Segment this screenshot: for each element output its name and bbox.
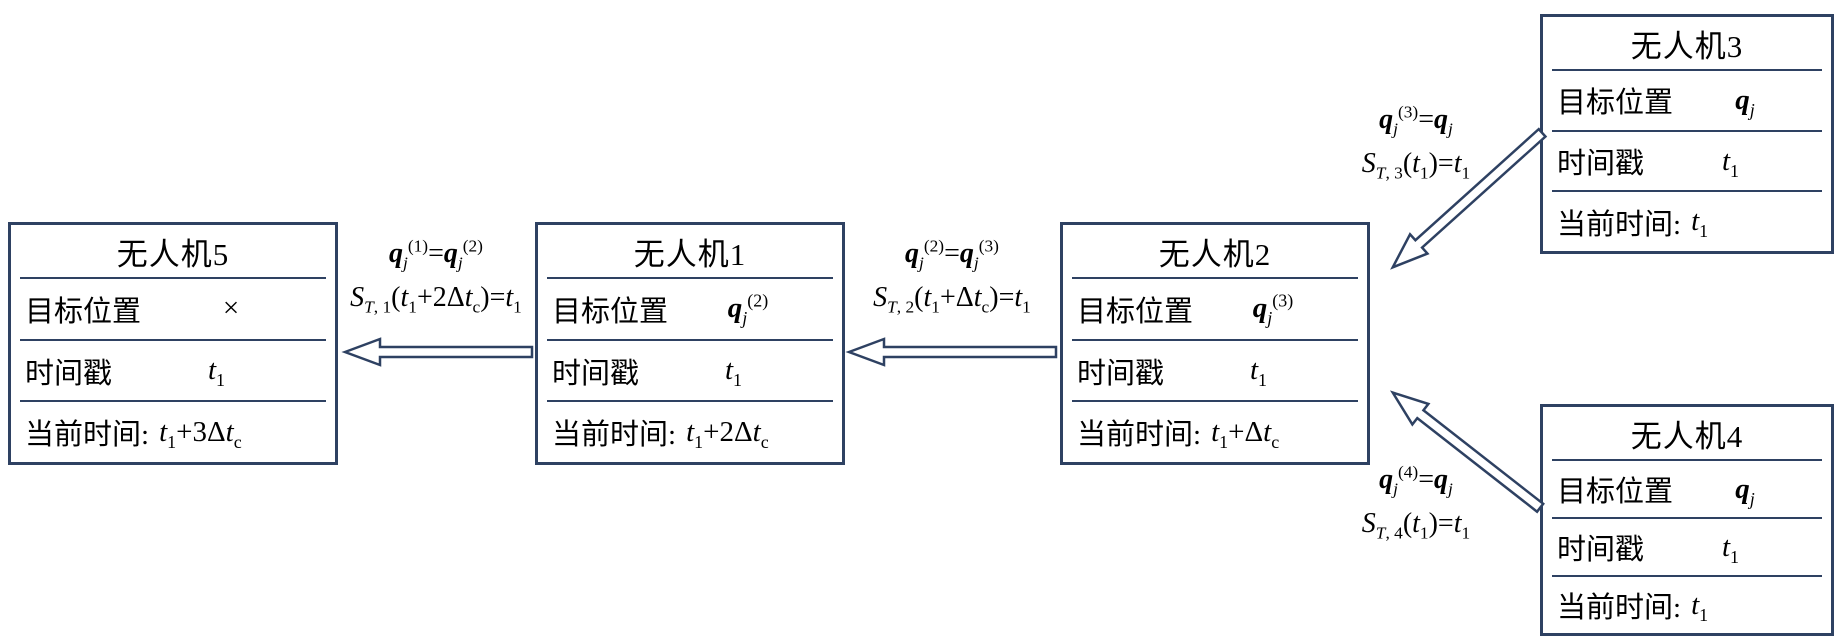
uav4-divider-1 bbox=[1552, 459, 1822, 461]
uav5-target-label: 目标位置 bbox=[25, 295, 142, 328]
uav4-box: 无人机4 目标位置 qj 时间戳 t1 当前时间: t1 bbox=[1540, 404, 1834, 636]
hollow-arrow-shape bbox=[1389, 390, 1545, 514]
arrow-label-line2: ST, 2(t1+Δtc)=t1 bbox=[873, 282, 1031, 317]
uav5-box: 无人机5 目标位置 × 时间戳 t1 当前时间: t1+3Δtc bbox=[8, 222, 338, 465]
uav2-target-value: qj(3) bbox=[1252, 290, 1294, 329]
uav4-target-value: qj bbox=[1735, 472, 1755, 509]
uav2-timestamp-row: 时间戳 t1 bbox=[1063, 341, 1367, 401]
uav4-divider-3 bbox=[1552, 575, 1822, 577]
uav5-current-time-row: 当前时间: t1+3Δtc bbox=[11, 402, 335, 462]
uav5-divider-3 bbox=[20, 400, 326, 403]
hollow-arrow-shape bbox=[845, 337, 1058, 367]
uav2-current-time-value: t1+Δtc bbox=[1211, 415, 1280, 452]
uav5-divider-2 bbox=[20, 338, 326, 341]
uav1-current-time-row: 当前时间: t1+2Δtc bbox=[538, 402, 842, 462]
uav2-timestamp-label: 时间戳 bbox=[1077, 357, 1165, 390]
uav3-box: 无人机3 目标位置 qj 时间戳 t1 当前时间: t1 bbox=[1540, 14, 1834, 254]
uav1-box: 无人机1 目标位置 qj(2) 时间戳 t1 当前时间: t1+2Δtc bbox=[535, 222, 845, 465]
uav3-current-time-row: 当前时间: t1 bbox=[1543, 192, 1831, 251]
uav5-timestamp-label: 时间戳 bbox=[25, 357, 113, 390]
uav5-current-time-value: t1+3Δtc bbox=[159, 415, 242, 452]
uav3-title: 无人机3 bbox=[1630, 28, 1744, 64]
uav3-divider-3 bbox=[1552, 190, 1822, 193]
uav2-current-time-label: 当前时间: bbox=[1077, 419, 1202, 452]
uav4-target-row: 目标位置 qj bbox=[1543, 461, 1831, 517]
uav2-current-time-row: 当前时间: t1+Δtc bbox=[1063, 402, 1367, 462]
uav1-target-label: 目标位置 bbox=[552, 295, 669, 328]
arrow-uav2-to-uav1 bbox=[845, 337, 1058, 367]
uav4-target-label: 目标位置 bbox=[1557, 476, 1674, 508]
uav1-divider-1 bbox=[547, 277, 833, 279]
uav5-title: 无人机5 bbox=[116, 236, 230, 272]
uav3-target-row: 目标位置 qj bbox=[1543, 71, 1831, 130]
uav4-timestamp-row: 时间戳 t1 bbox=[1543, 519, 1831, 575]
uav2-timestamp-value: t1 bbox=[1249, 354, 1268, 390]
uav5-target-value: × bbox=[222, 292, 240, 325]
hollow-arrow-shape bbox=[1390, 127, 1548, 270]
uav2-target-label: 目标位置 bbox=[1077, 295, 1194, 328]
uav5-current-time-label: 当前时间: bbox=[25, 419, 150, 452]
arrow-label-uav2-to-uav1: qj(2)=qj(3) ST, 2(t1+Δtc)=t1 bbox=[802, 232, 1102, 320]
uav4-current-time-row: 当前时间: t1 bbox=[1543, 577, 1831, 633]
uav1-target-value: qj(2) bbox=[727, 290, 769, 329]
uav3-divider-1 bbox=[1552, 69, 1822, 71]
uav1-current-time-value: t1+2Δtc bbox=[686, 415, 769, 452]
hollow-arrow-shape bbox=[341, 337, 534, 367]
arrow-label-line1: qj(2)=qj(3) bbox=[905, 236, 999, 273]
arrow-uav3-to-uav2 bbox=[1390, 127, 1548, 270]
uav2-box: 无人机2 目标位置 qj(3) 时间戳 t1 当前时间: t1+Δtc bbox=[1060, 222, 1370, 465]
uav1-current-time-label: 当前时间: bbox=[552, 419, 677, 452]
uav1-timestamp-value: t1 bbox=[724, 354, 743, 390]
uav4-timestamp-label: 时间戳 bbox=[1557, 534, 1645, 566]
uav4-current-time-value: t1 bbox=[1691, 588, 1709, 625]
uav1-timestamp-row: 时间戳 t1 bbox=[538, 341, 842, 401]
uav4-timestamp-value: t1 bbox=[1721, 530, 1740, 567]
uav2-divider-3 bbox=[1072, 400, 1358, 403]
uav5-timestamp-row: 时间戳 t1 bbox=[11, 341, 335, 401]
uav3-divider-2 bbox=[1552, 129, 1822, 132]
uav1-divider-2 bbox=[547, 338, 833, 341]
uav2-divider-1 bbox=[1072, 277, 1358, 279]
uav3-timestamp-row: 时间戳 t1 bbox=[1543, 132, 1831, 191]
uav5-divider-1 bbox=[20, 277, 326, 279]
uav4-title: 无人机4 bbox=[1630, 418, 1744, 454]
uav1-timestamp-label: 时间戳 bbox=[552, 357, 640, 390]
uav3-target-value: qj bbox=[1735, 83, 1755, 120]
uav2-title: 无人机2 bbox=[1158, 236, 1272, 272]
uav3-timestamp-label: 时间戳 bbox=[1557, 148, 1645, 180]
uav2-divider-2 bbox=[1072, 338, 1358, 341]
arrow-uav1-to-uav5 bbox=[341, 337, 534, 367]
uav3-current-time-label: 当前时间: bbox=[1557, 208, 1682, 241]
uav3-target-label: 目标位置 bbox=[1557, 87, 1674, 120]
uav1-divider-3 bbox=[547, 400, 833, 403]
uav4-divider-2 bbox=[1552, 517, 1822, 519]
uav4-current-time-label: 当前时间: bbox=[1557, 592, 1682, 624]
uav3-timestamp-value: t1 bbox=[1721, 144, 1740, 181]
uav3-current-time-value: t1 bbox=[1691, 205, 1709, 241]
uav5-timestamp-value: t1 bbox=[207, 354, 226, 390]
uav1-target-row: 目标位置 qj(2) bbox=[538, 279, 842, 339]
arrow-uav4-to-uav2 bbox=[1389, 390, 1545, 514]
uav5-target-row: 目标位置 × bbox=[11, 279, 335, 339]
uav1-title: 无人机1 bbox=[633, 236, 747, 272]
uav2-target-row: 目标位置 qj(3) bbox=[1063, 279, 1367, 339]
